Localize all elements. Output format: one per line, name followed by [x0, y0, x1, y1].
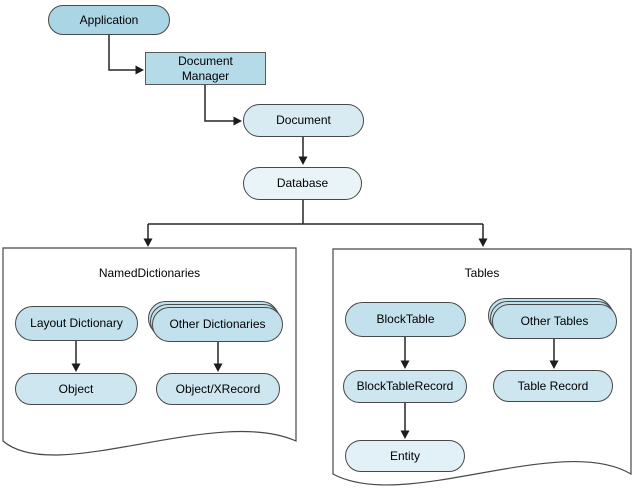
arrowhead-into-documentmanager	[135, 65, 144, 75]
arrowhead-into-tables	[478, 238, 488, 247]
node-table-record-label: Table Record	[517, 378, 589, 393]
arrowhead-into-objectxrecord	[213, 363, 223, 372]
node-entity: Entity	[345, 440, 465, 472]
arrowhead-into-database	[298, 156, 308, 165]
node-document: Document	[243, 104, 364, 137]
group-tables-title: Tables	[464, 266, 500, 280]
node-other-dictionaries-label: Other Dictionaries	[169, 317, 266, 332]
node-blocktablerecord: BlockTableRecord	[343, 370, 467, 403]
node-other-tables: Other Tables	[492, 304, 617, 339]
arrowhead-into-entity	[400, 430, 410, 439]
node-object-label: Object	[58, 381, 94, 396]
node-object-xrecord: Object/XRecord	[156, 373, 280, 405]
node-other-tables-label: Other Tables	[520, 314, 589, 329]
connector-application-to-documentmanager	[108, 35, 136, 71]
node-object-xrecord-label: Object/XRecord	[175, 381, 261, 396]
node-other-dictionaries: Other Dictionaries	[152, 307, 283, 342]
node-database: Database	[243, 167, 362, 200]
node-document-manager-label: Document Manager	[178, 53, 233, 83]
node-layout-dictionary: Layout Dictionary	[15, 306, 138, 341]
connector-documentmanager-to-document	[204, 85, 234, 122]
node-blocktablerecord-label: BlockTableRecord	[356, 379, 454, 394]
node-object: Object	[15, 373, 137, 405]
node-database-label: Database	[276, 176, 329, 191]
group-nameddictionaries-title: NamedDictionaries	[98, 266, 201, 280]
arrowhead-into-tablerecord	[549, 360, 559, 369]
node-document-label: Document	[276, 113, 331, 128]
arrowheads	[71, 65, 559, 439]
node-application: Application	[48, 5, 170, 35]
node-document-manager: Document Manager	[145, 52, 266, 85]
node-blocktable-label: BlockTable	[376, 312, 435, 327]
connector-database-split	[147, 200, 484, 240]
arrowhead-into-document	[233, 116, 242, 126]
arrowhead-into-object	[71, 363, 81, 372]
node-application-label: Application	[79, 12, 139, 27]
node-entity-label: Entity	[389, 448, 420, 463]
connector-lines	[75, 35, 555, 432]
node-layout-dictionary-label: Layout Dictionary	[30, 316, 123, 331]
node-blocktable: BlockTable	[345, 302, 466, 337]
arrowhead-into-blocktablerecord	[400, 360, 410, 369]
node-table-record: Table Record	[493, 370, 613, 402]
arrowhead-into-nameddictionaries	[143, 238, 153, 247]
